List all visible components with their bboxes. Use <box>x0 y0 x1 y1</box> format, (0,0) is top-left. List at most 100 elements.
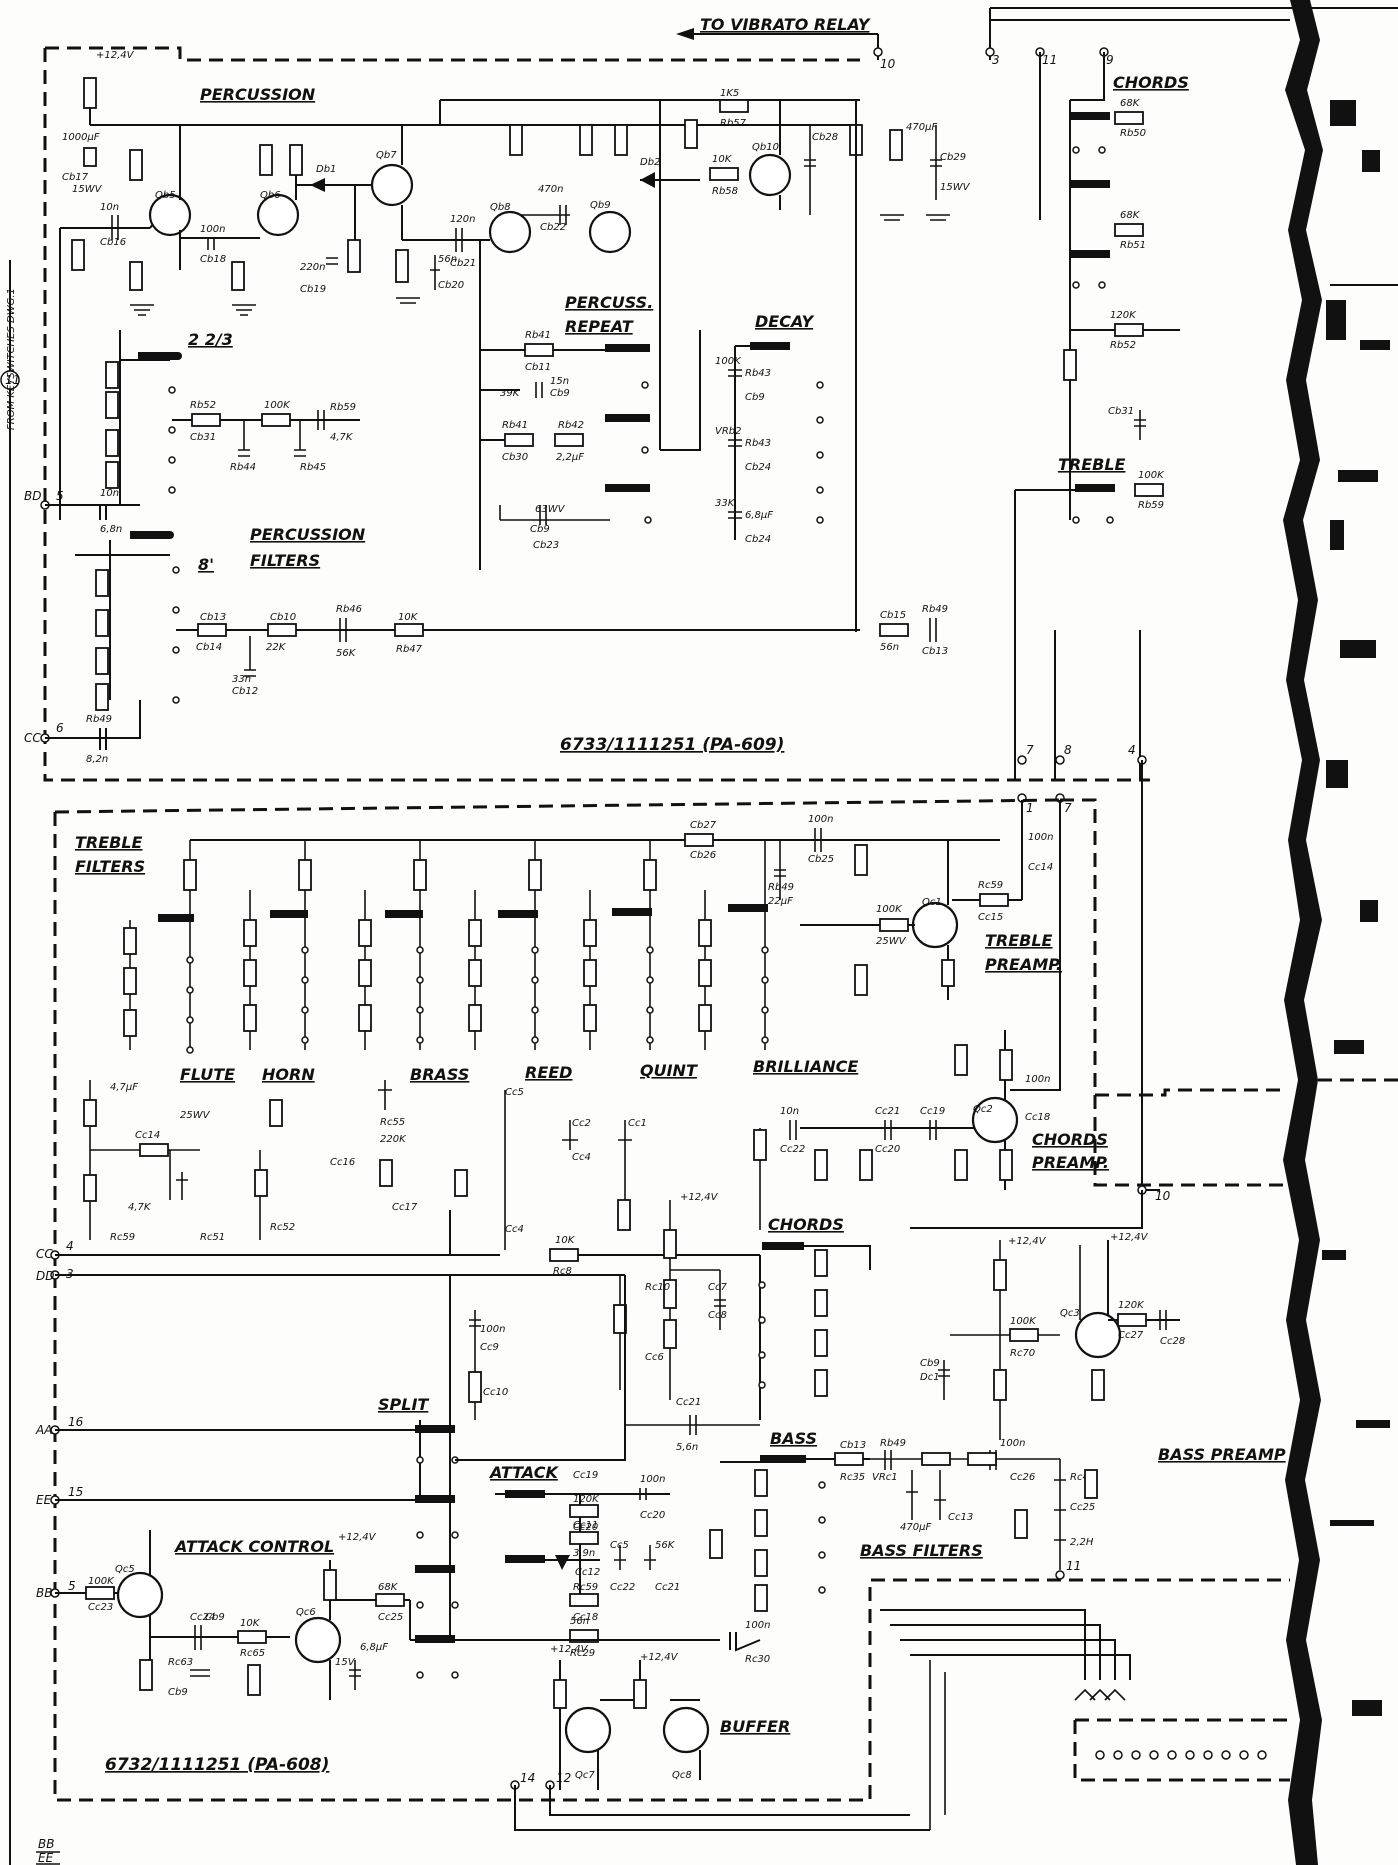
decay-switch <box>750 342 790 350</box>
svg-text:CC: CC <box>24 731 41 745</box>
svg-text:68K: 68K <box>1120 210 1141 221</box>
treble-preamp-label-2: PREAMP. <box>985 955 1062 974</box>
quint-label: QUINT <box>640 1061 698 1080</box>
attack-control-label: ATTACK CONTROL <box>173 1537 334 1556</box>
torn-sheet-edge <box>1283 0 1398 1865</box>
svg-text:10K: 10K <box>240 1618 261 1629</box>
svg-text:10K: 10K <box>398 612 419 623</box>
svg-text:1: 1 <box>1026 801 1034 815</box>
svg-text:Cc19: Cc19 <box>573 1470 598 1481</box>
qc6-transistor <box>294 1616 342 1664</box>
svg-text:6: 6 <box>56 721 64 735</box>
svg-text:120K: 120K <box>1118 1300 1145 1311</box>
svg-text:5: 5 <box>56 489 64 503</box>
svg-text:Rb49: Rb49 <box>880 1438 906 1449</box>
svg-text:Cb29: Cb29 <box>940 152 966 163</box>
decay-label: DECAY <box>755 312 815 331</box>
svg-text:Rb49: Rb49 <box>86 714 112 725</box>
svg-text:1K5: 1K5 <box>720 88 739 99</box>
buffer-section: Qc7 Qc8 +12,4V +12,4V BUFFER <box>550 1644 790 1790</box>
treble-switch <box>1075 484 1115 492</box>
svg-text:6,8µF: 6,8µF <box>360 1642 388 1653</box>
svg-text:56K: 56K <box>655 1540 676 1551</box>
attack-label: ATTACK <box>488 1463 559 1482</box>
svg-text:120K: 120K <box>573 1494 600 1505</box>
svg-text:Qc5: Qc5 <box>115 1564 135 1575</box>
svg-text:Cc26: Cc26 <box>1010 1472 1035 1483</box>
svg-text:Cc6: Cc6 <box>645 1352 664 1363</box>
svg-text:Rc63: Rc63 <box>168 1657 193 1668</box>
upper-board-outline <box>43 46 1150 782</box>
perc-filters-label-2: FILTERS <box>250 551 320 570</box>
svg-text:BB: BB <box>38 1837 54 1851</box>
svg-text:Cb31: Cb31 <box>190 432 216 443</box>
svg-text:Rb41: Rb41 <box>525 330 551 341</box>
reed-filter: REED <box>468 840 572 1082</box>
bass-label: BASS <box>770 1429 817 1448</box>
svg-text:Rc59: Rc59 <box>978 880 1003 891</box>
svg-text:Cc22: Cc22 <box>780 1144 805 1155</box>
svg-text:68K: 68K <box>1120 98 1141 109</box>
svg-text:Rc55: Rc55 <box>380 1117 405 1128</box>
svg-text:4: 4 <box>66 1239 74 1253</box>
bass-preamp-label: BASS PREAMP <box>1158 1445 1286 1464</box>
svg-text:470µF: 470µF <box>900 1522 931 1533</box>
svg-text:4: 4 <box>1128 743 1136 757</box>
svg-text:100K: 100K <box>88 1576 115 1587</box>
svg-text:Cb15: Cb15 <box>880 610 906 621</box>
bass-section: BASS Cb13 Rc35 Rb49 VRc1 100n Cc26 470µF… <box>720 1232 1286 1612</box>
svg-text:Cb9: Cb9 <box>168 1687 188 1698</box>
bottom-harness: 14 12 <box>510 1609 1290 1831</box>
svg-text:8: 8 <box>1064 743 1072 757</box>
svg-text:56K: 56K <box>336 648 357 659</box>
svg-text:11: 11 <box>1042 53 1057 67</box>
chords-preamp-section: Qc2 100n Cc18 CHORDS PREAMP. 10n Cc22 Cc… <box>753 800 1143 1230</box>
svg-text:Db1: Db1 <box>316 164 336 175</box>
treble-preamp-label-1: TREBLE <box>985 931 1053 950</box>
percuss-label-2: REPEAT <box>565 317 634 336</box>
svg-text:9: 9 <box>1106 53 1114 67</box>
svg-text:25WV: 25WV <box>876 936 907 947</box>
svg-text:Cc4: Cc4 <box>572 1152 591 1163</box>
treble-filters-section: TREBLE FILTERS Cb27 Cb26 100n Cb25 Rb49 … <box>75 814 1000 1250</box>
svg-text:+12,4V: +12,4V <box>550 1644 589 1655</box>
svg-text:Cc20: Cc20 <box>640 1510 665 1521</box>
flute-label: FLUTE <box>180 1065 235 1084</box>
svg-text:Cb22: Cb22 <box>540 222 566 233</box>
svg-text:BB: BB <box>36 1586 52 1600</box>
svg-text:Rb43: Rb43 <box>745 438 771 449</box>
svg-text:56n: 56n <box>438 254 457 265</box>
svg-text:3,9n: 3,9n <box>573 1548 595 1559</box>
svg-text:68K: 68K <box>378 1582 399 1593</box>
svg-text:100K: 100K <box>264 400 291 411</box>
pin-10 <box>873 47 883 57</box>
svg-text:Cc18: Cc18 <box>1025 1112 1050 1123</box>
svg-text:Rc30: Rc30 <box>745 1654 770 1665</box>
svg-text:100n: 100n <box>480 1324 505 1335</box>
percussion-label: PERCUSSION <box>200 85 316 104</box>
eight-foot-switch <box>130 531 174 539</box>
two-thirds-switch <box>138 352 182 360</box>
svg-text:Rb49: Rb49 <box>768 882 794 893</box>
svg-text:100n: 100n <box>1028 832 1053 843</box>
svg-text:4,7µF: 4,7µF <box>110 1082 138 1093</box>
svg-text:100K: 100K <box>715 356 742 367</box>
svg-text:Qb6: Qb6 <box>260 190 281 201</box>
percuss-repeat-section: PERCUSS. REPEAT Rb41 Cb11 15n Cb9 39K Rb… <box>479 240 824 570</box>
svg-text:Rc10: Rc10 <box>645 1282 670 1293</box>
svg-text:15V: 15V <box>335 1657 356 1668</box>
chords-preamp-label-1: CHORDS <box>1032 1130 1108 1149</box>
svg-text:Rb46: Rb46 <box>336 604 362 615</box>
svg-text:Cc5: Cc5 <box>505 1087 524 1098</box>
svg-text:Cc23: Cc23 <box>88 1602 113 1613</box>
svg-text:Cb17: Cb17 <box>62 172 89 183</box>
svg-text:Rb52: Rb52 <box>190 400 216 411</box>
svg-text:Cb9: Cb9 <box>530 524 550 535</box>
qc8-transistor <box>662 1706 710 1754</box>
svg-text:10n: 10n <box>100 488 119 499</box>
lower-board-label: 6732/1111251 (PA-608) <box>105 1755 329 1775</box>
svg-text:Qc8: Qc8 <box>672 1770 692 1781</box>
svg-text:33n: 33n <box>232 674 251 685</box>
svg-text:100K: 100K <box>876 904 903 915</box>
svg-text:63WV: 63WV <box>535 504 566 515</box>
